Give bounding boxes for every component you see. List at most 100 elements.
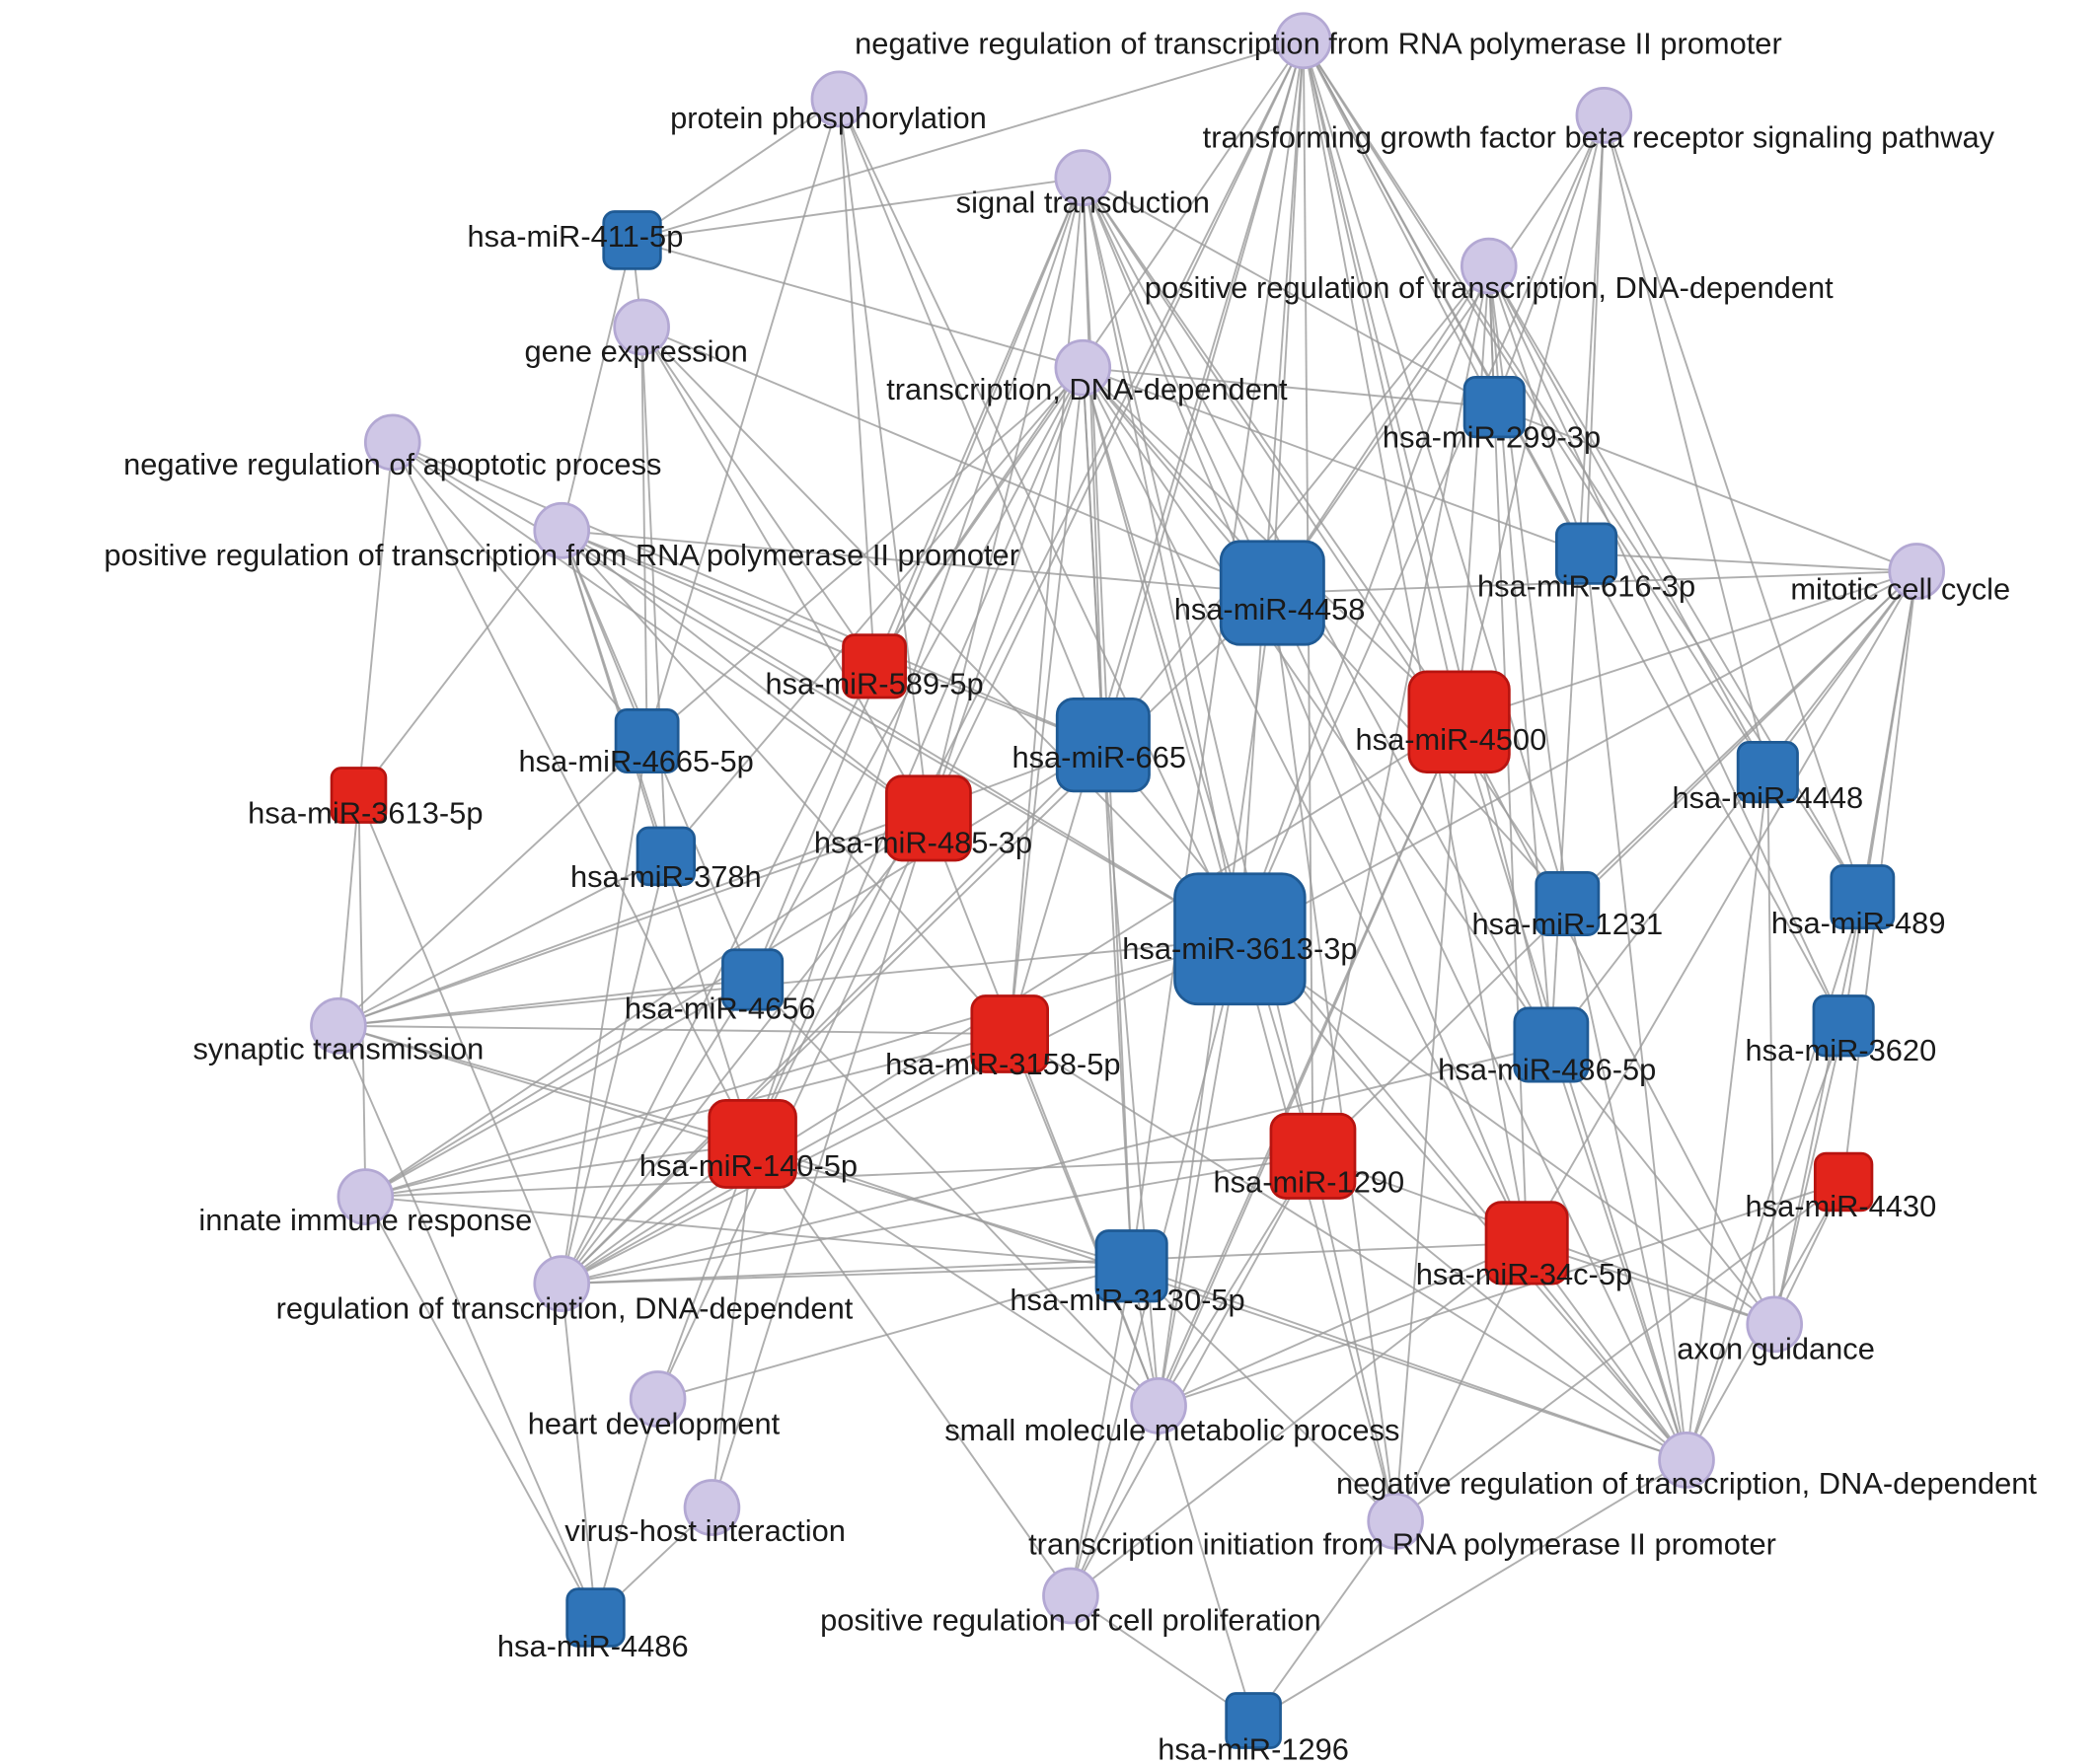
go-term-node-transforming-growth-factor-beta-receptor-signaling-pathway[interactable]	[1575, 87, 1633, 144]
mirna-node-hsa-mir-4458[interactable]	[1219, 540, 1325, 646]
go-term-node-positive-regulation-of-transcription-dna-dependent[interactable]	[1460, 237, 1518, 295]
edge-m9-g12	[357, 794, 367, 1198]
mirna-node-hsa-mir-378h[interactable]	[636, 826, 697, 887]
edge-m21-g13	[562, 1154, 1313, 1286]
mirna-label-hsa-mir-3158-5p: hsa-miR-3158-5p	[885, 1047, 1120, 1081]
mirna-node-hsa-mir-3613-5p[interactable]	[330, 767, 388, 824]
edge-m8-g13	[561, 665, 875, 1285]
mirna-node-hsa-mir-4500[interactable]	[1407, 670, 1511, 773]
edge-m14-g1	[1302, 39, 1569, 905]
edge-m18-g7	[1082, 367, 1552, 1046]
mirna-node-hsa-mir-3158-5p[interactable]	[970, 994, 1049, 1073]
go-term-node-innate-immune-response[interactable]	[337, 1168, 395, 1225]
go-term-node-axon-guidance[interactable]	[1746, 1295, 1803, 1354]
mirna-node-hsa-mir-486-5p[interactable]	[1513, 1006, 1590, 1083]
edge-m25-g12	[364, 1196, 597, 1618]
edge-m13-g19	[1238, 938, 1397, 1522]
edge-m1-g7	[632, 239, 1084, 369]
edge-m16-g11	[337, 979, 753, 1027]
go-term-node-gene-expression[interactable]	[613, 298, 670, 356]
edge-m8-g6	[640, 326, 875, 667]
mirna-node-hsa-mir-4665-5p[interactable]	[614, 707, 680, 773]
mirna-node-hsa-mir-589-5p[interactable]	[842, 633, 907, 699]
go-term-node-mitotic-cell-cycle[interactable]	[1888, 543, 1946, 600]
edge-m24-g17	[1131, 1265, 1687, 1461]
mirna-label-hsa-mir-3130-5p: hsa-miR-3130-5p	[1010, 1283, 1244, 1317]
edge-m17-g4	[1009, 178, 1085, 1035]
edge-m20-g11	[337, 1024, 753, 1145]
mirna-node-hsa-mir-1296[interactable]	[1225, 1692, 1282, 1749]
mirna-node-hsa-mir-485-3p[interactable]	[885, 774, 972, 862]
mirna-label-hsa-mir-3620: hsa-miR-3620	[1746, 1033, 1937, 1067]
go-term-node-virus-host-interaction[interactable]	[683, 1479, 741, 1536]
edge-m13-g10	[1238, 570, 1917, 940]
go-term-label-heart-development: heart development	[528, 1406, 781, 1440]
edge-m14-g17	[1566, 903, 1687, 1461]
go-term-node-synaptic-transmission[interactable]	[310, 996, 367, 1055]
edge-m2-g1	[1303, 39, 1496, 408]
edge-m24-g7	[1082, 367, 1133, 1267]
edge-m22-g4	[1082, 177, 1529, 1244]
edge-m2-g3	[1493, 114, 1606, 407]
mirna-node-hsa-mir-4430[interactable]	[1813, 1151, 1874, 1213]
edge-m4-g3	[1271, 114, 1606, 594]
edge-m4-g4	[1082, 177, 1274, 594]
edge-m4-g19	[1271, 592, 1397, 1521]
edge-m12-g7	[665, 367, 1085, 857]
mirna-node-hsa-mir-616-3p[interactable]	[1554, 522, 1618, 585]
edge-m5-g11	[337, 740, 648, 1027]
go-term-node-negative-regulation-of-transcription-dna-dependent[interactable]	[1658, 1432, 1715, 1489]
go-term-node-heart-development[interactable]	[629, 1370, 687, 1428]
go-term-node-small-molecule-metabolic-process[interactable]	[1130, 1377, 1187, 1434]
go-term-node-transcription-dna-dependent[interactable]	[1054, 338, 1112, 397]
go-term-node-negative-regulation-of-transcription-from-rna-polymerase-ii-promoter[interactable]	[1275, 12, 1332, 70]
edge-m20-g18	[711, 1143, 754, 1508]
mirna-node-hsa-mir-3130-5p[interactable]	[1094, 1229, 1168, 1303]
mirna-node-hsa-mir-140-5p[interactable]	[708, 1099, 797, 1189]
edge-m3-g7	[1082, 366, 1587, 555]
mirna-node-hsa-mir-411-5p[interactable]	[602, 210, 662, 270]
edge-m13-g7	[1082, 367, 1241, 940]
mirna-label-hsa-mir-378h: hsa-miR-378h	[570, 859, 762, 894]
mirna-label-hsa-mir-3613-3p: hsa-miR-3613-3p	[1122, 931, 1357, 966]
edge-m16-g15	[751, 979, 1160, 1407]
go-term-node-positive-regulation-of-cell-proliferation[interactable]	[1042, 1567, 1099, 1625]
edge-m11-g11	[337, 817, 930, 1027]
mirna-node-hsa-mir-4486[interactable]	[565, 1587, 626, 1648]
edge-m20-g8	[391, 441, 754, 1144]
edge-m26-g20	[1070, 1594, 1254, 1722]
go-term-label-negative-regulation-of-transcription-from-rna-polymerase-ii-promoter: negative regulation of transcription fro…	[855, 26, 1782, 60]
go-term-node-positive-regulation-of-transcription-from-rna-polymerase-ii-promoter[interactable]	[533, 501, 591, 559]
edge-m1-g4	[632, 177, 1084, 242]
mirna-label-hsa-mir-4458: hsa-miR-4458	[1174, 592, 1366, 626]
mirna-node-hsa-mir-4448[interactable]	[1736, 740, 1799, 804]
mirna-node-hsa-mir-489[interactable]	[1830, 864, 1896, 930]
go-term-node-regulation-of-transcription-dna-dependent[interactable]	[533, 1255, 591, 1312]
go-term-label-positive-regulation-of-transcription-from-rna-polymerase-ii-promoter: positive regulation of transcription fro…	[104, 538, 1019, 572]
mirna-node-hsa-mir-299-3p[interactable]	[1462, 375, 1526, 439]
mirna-node-hsa-mir-3613-3p[interactable]	[1173, 872, 1307, 1006]
edge-m9-g11	[337, 794, 360, 1026]
mirna-label-hsa-mir-4656: hsa-miR-4656	[625, 991, 816, 1025]
edge-m24-g13	[562, 1265, 1132, 1286]
edge-m1-g2	[632, 98, 840, 242]
go-term-node-transcription-initiation-from-rna-polymerase-ii-promoter[interactable]	[1367, 1492, 1424, 1550]
mirna-node-hsa-mir-665[interactable]	[1055, 697, 1151, 793]
mirna-node-hsa-mir-4656[interactable]	[721, 948, 785, 1011]
go-term-label-transcription-dna-dependent: transcription, DNA-dependent	[886, 372, 1288, 406]
go-term-node-signal-transduction[interactable]	[1054, 149, 1112, 207]
mirna-node-hsa-mir-3620[interactable]	[1812, 994, 1875, 1058]
mirna-node-hsa-mir-1231[interactable]	[1535, 870, 1601, 937]
edge-m15-g3	[1603, 114, 1864, 898]
go-term-node-protein-phosphorylation[interactable]	[810, 70, 868, 128]
edge-m24-g20	[1070, 1266, 1133, 1596]
edge-m8-g7	[873, 367, 1085, 667]
mirna-node-hsa-mir-34c-5p[interactable]	[1484, 1201, 1569, 1286]
edge-m21-g20	[1070, 1155, 1314, 1596]
go-term-node-negative-regulation-of-apoptotic-process[interactable]	[363, 413, 421, 472]
edge-m13-g13	[561, 937, 1240, 1285]
mirna-node-hsa-mir-1290[interactable]	[1269, 1112, 1357, 1200]
edges-layer	[337, 39, 1918, 1722]
